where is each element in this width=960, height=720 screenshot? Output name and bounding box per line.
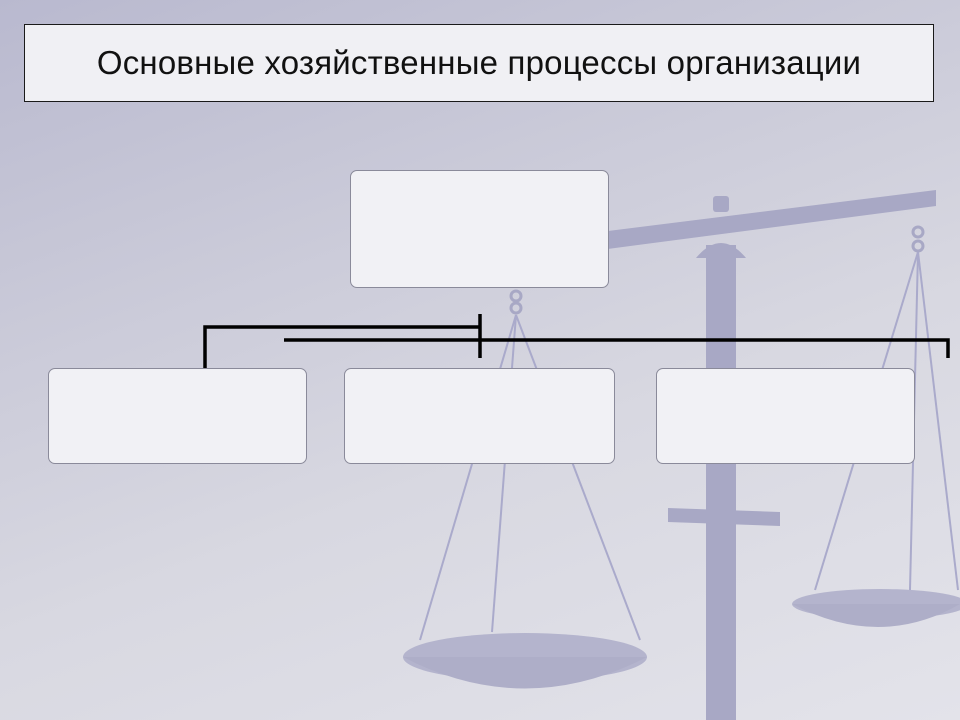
slide-title: Основные хозяйственные процессы организа… <box>96 44 862 81</box>
child-node-box-1 <box>48 368 307 464</box>
child-node-box-3 <box>656 368 915 464</box>
slide-title-box: Основные хозяйственные процессы организа… <box>24 24 934 102</box>
child-node-box-2 <box>344 368 615 464</box>
top-node-box <box>350 170 609 288</box>
